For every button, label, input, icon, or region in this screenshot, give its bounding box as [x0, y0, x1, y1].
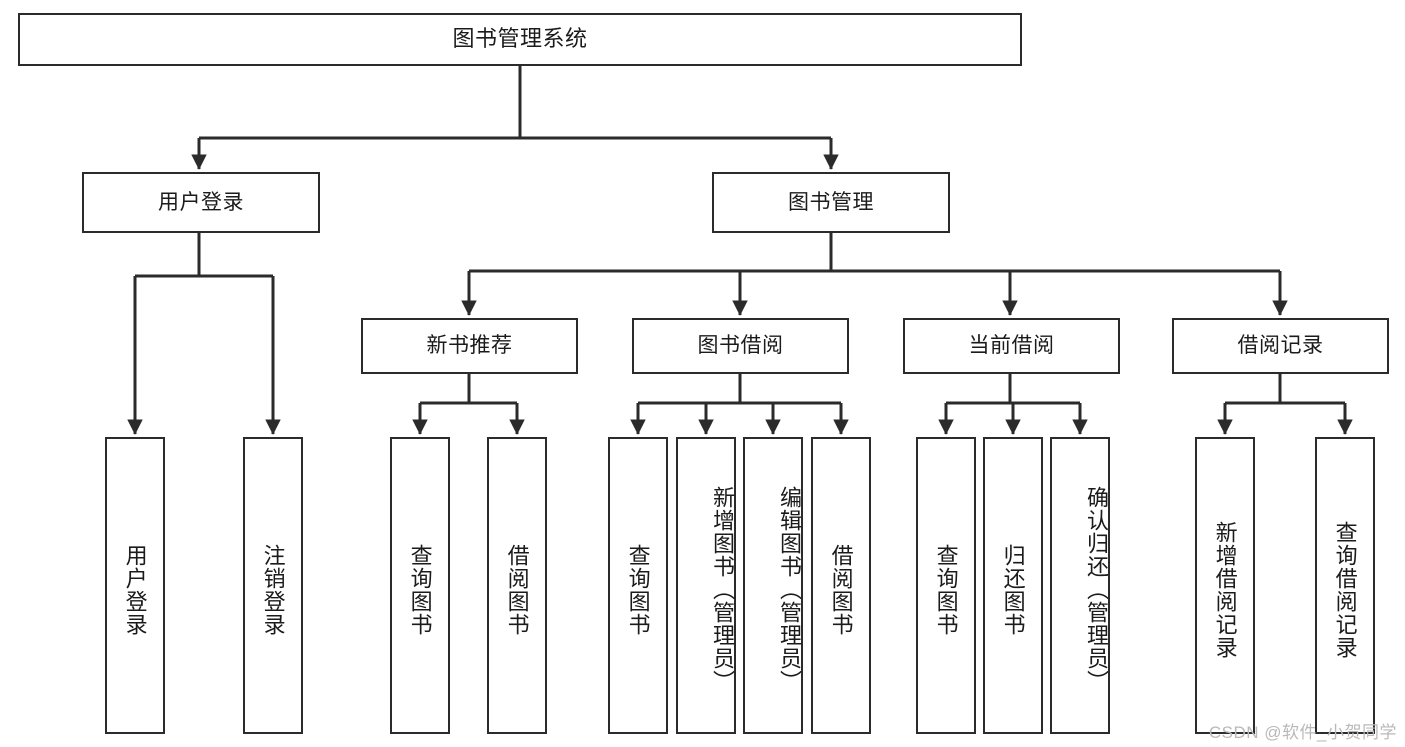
node-leaf-confirm-return-admin-label: 确认归还（管理员） — [1084, 486, 1109, 693]
node-leaf-borrow-book-b-label: 借阅图书 — [828, 543, 854, 636]
node-leaf-query-borrow-record-label: 查询借阅记录 — [1332, 520, 1358, 659]
node-leaf-user-login-label: 用户登录 — [122, 543, 148, 636]
node-user-login-label: 用户登录 — [158, 190, 244, 214]
csdn-watermark: CSDN @软件_小贺同学 — [1208, 723, 1397, 742]
node-leaf-confirm-return-admin[interactable]: 确认归还（管理员） — [1050, 437, 1110, 734]
node-leaf-return-book[interactable]: 归还图书 — [983, 437, 1043, 734]
node-leaf-query-book-a-label: 查询图书 — [407, 543, 433, 636]
node-leaf-add-book-admin-label: 新增图书（管理员） — [710, 486, 735, 693]
node-leaf-add-borrow-record-label: 新增借阅记录 — [1212, 520, 1238, 659]
node-leaf-logout-login-label: 注销登录 — [260, 543, 286, 636]
node-leaf-query-book-b[interactable]: 查询图书 — [608, 437, 668, 734]
node-new-book-recommend-label: 新书推荐 — [426, 334, 513, 358]
node-leaf-return-book-label: 归还图书 — [1000, 543, 1026, 636]
node-current-borrow[interactable]: 当前借阅 — [903, 318, 1120, 374]
node-leaf-edit-book-admin[interactable]: 编辑图书（管理员） — [743, 437, 803, 734]
node-leaf-query-book-c-label: 查询图书 — [933, 543, 959, 636]
node-leaf-user-login[interactable]: 用户登录 — [105, 437, 165, 734]
node-root-system-label: 图书管理系统 — [452, 26, 588, 52]
node-leaf-query-book-b-label: 查询图书 — [625, 543, 651, 636]
node-book-borrow[interactable]: 图书借阅 — [632, 318, 849, 374]
node-root-system[interactable]: 图书管理系统 — [18, 13, 1022, 66]
node-book-manage-label: 图书管理 — [788, 190, 874, 214]
node-leaf-borrow-book-a-label: 借阅图书 — [504, 543, 530, 636]
node-borrow-record-label: 借阅记录 — [1237, 334, 1324, 358]
node-leaf-edit-book-admin-label: 编辑图书（管理员） — [777, 486, 802, 693]
node-user-login[interactable]: 用户登录 — [82, 172, 320, 233]
node-book-manage[interactable]: 图书管理 — [712, 172, 950, 233]
node-borrow-record[interactable]: 借阅记录 — [1172, 318, 1389, 374]
node-leaf-query-borrow-record[interactable]: 查询借阅记录 — [1315, 437, 1375, 734]
node-leaf-logout-login[interactable]: 注销登录 — [243, 437, 303, 734]
node-book-borrow-label: 图书借阅 — [697, 334, 784, 358]
node-leaf-add-borrow-record[interactable]: 新增借阅记录 — [1195, 437, 1255, 734]
node-current-borrow-label: 当前借阅 — [968, 334, 1055, 358]
node-leaf-query-book-c[interactable]: 查询图书 — [916, 437, 976, 734]
node-leaf-borrow-book-b[interactable]: 借阅图书 — [811, 437, 871, 734]
node-leaf-query-book-a[interactable]: 查询图书 — [390, 437, 450, 734]
node-leaf-add-book-admin[interactable]: 新增图书（管理员） — [676, 437, 736, 734]
node-new-book-recommend[interactable]: 新书推荐 — [361, 318, 578, 374]
node-leaf-borrow-book-a[interactable]: 借阅图书 — [487, 437, 547, 734]
